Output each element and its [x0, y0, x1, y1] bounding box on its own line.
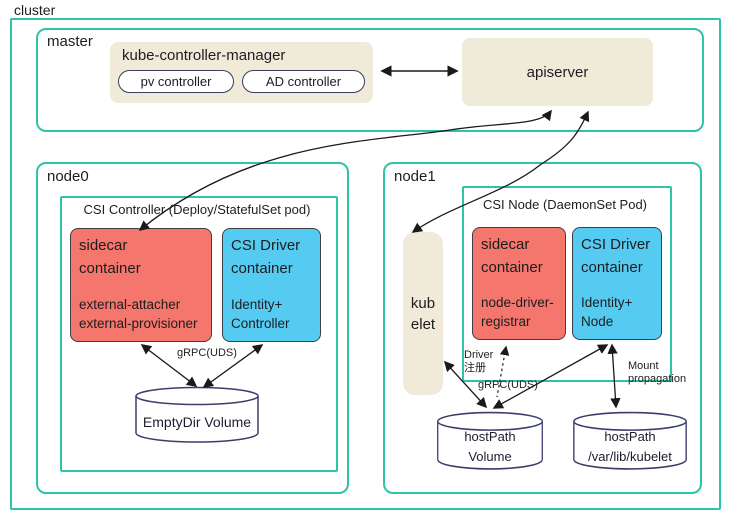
- ad-controller-pill: AD controller: [242, 70, 365, 93]
- node1-sidecar-line1: sidecar: [481, 236, 530, 253]
- cluster-label: cluster: [12, 2, 58, 18]
- node0-sidecar-line4: external-provisioner: [79, 316, 198, 332]
- cluster-box: [10, 18, 721, 510]
- node1-driver-line2: container: [581, 259, 643, 277]
- kubelet-box: kub elet: [403, 232, 443, 395]
- csi-node-pod-title: CSI Node (DaemonSet Pod): [482, 197, 648, 212]
- mount-propagation-line2: propagation: [628, 373, 687, 385]
- node0-driver-line2: container: [231, 260, 293, 278]
- node0-driver-line4: Controller: [231, 316, 290, 332]
- node1-driver-line3: Identity+: [581, 294, 633, 310]
- node1-grpc-label: gRPC(UDS): [478, 379, 538, 391]
- hostpath-volume-cylinder: hostPath Volume: [436, 411, 544, 471]
- node0-label: node0: [47, 168, 89, 185]
- node1-sidecar-container: sidecar container node-driver- registrar: [472, 227, 566, 340]
- node0-sidecar-line1: sidecar: [79, 237, 128, 254]
- hostpath-kubelet-cylinder: hostPath /var/lib/kubelet: [572, 411, 688, 471]
- node0-driver-line1: CSI Driver: [231, 237, 301, 254]
- kubelet-line2: elet: [410, 315, 436, 333]
- node1-driver-line4: Node: [581, 314, 614, 330]
- master-label: master: [47, 33, 93, 50]
- node1-label: node1: [394, 168, 436, 185]
- csi-controller-pod-title: CSI Controller (Deploy/StatefulSet pod): [83, 202, 311, 217]
- driver-registration-line1: Driver: [464, 349, 494, 361]
- node0-grpc-label: gRPC(UDS): [177, 347, 237, 359]
- driver-registration-line2: 注册: [464, 362, 486, 374]
- hostpath-kubelet-line1: hostPath: [604, 429, 656, 444]
- node1-sidecar-line2: container: [481, 259, 543, 277]
- node0-csi-driver-container: CSI Driver container Identity+ Controlle…: [222, 228, 321, 342]
- driver-registration-label: Driver 注册: [464, 349, 493, 375]
- cylinder-shape: [135, 386, 259, 443]
- hostpath-kubelet-line2: /var/lib/kubelet: [588, 449, 672, 465]
- emptydir-volume-label: EmptyDir Volume: [142, 414, 252, 430]
- node0-sidecar-line2: container: [79, 260, 141, 278]
- node0-driver-line3: Identity+: [231, 296, 283, 312]
- cylinder-shape: [573, 411, 687, 470]
- mount-propagation-label: Mount propagation: [628, 360, 686, 386]
- pv-controller-pill: pv controller: [118, 70, 234, 93]
- node1-sidecar-line4: registrar: [481, 314, 531, 330]
- kubelet-line1: kub: [410, 294, 436, 312]
- hostpath-volume-line1: hostPath: [464, 429, 516, 444]
- apiserver-box: apiserver: [462, 38, 653, 106]
- kube-controller-manager-title: kube-controller-manager: [122, 47, 286, 64]
- node0-sidecar-line3: external-attacher: [79, 296, 181, 312]
- node1-csi-driver-container: CSI Driver container Identity+ Node: [572, 227, 662, 340]
- node1-sidecar-line3: node-driver-: [481, 294, 554, 310]
- cylinder-shape: [437, 411, 543, 470]
- node1-driver-line1: CSI Driver: [581, 236, 651, 253]
- emptydir-volume-cylinder: EmptyDir Volume: [134, 386, 260, 444]
- hostpath-volume-line2: Volume: [468, 449, 512, 465]
- mount-propagation-line1: Mount: [628, 360, 659, 372]
- node0-sidecar-container: sidecar container external-attacher exte…: [70, 228, 212, 342]
